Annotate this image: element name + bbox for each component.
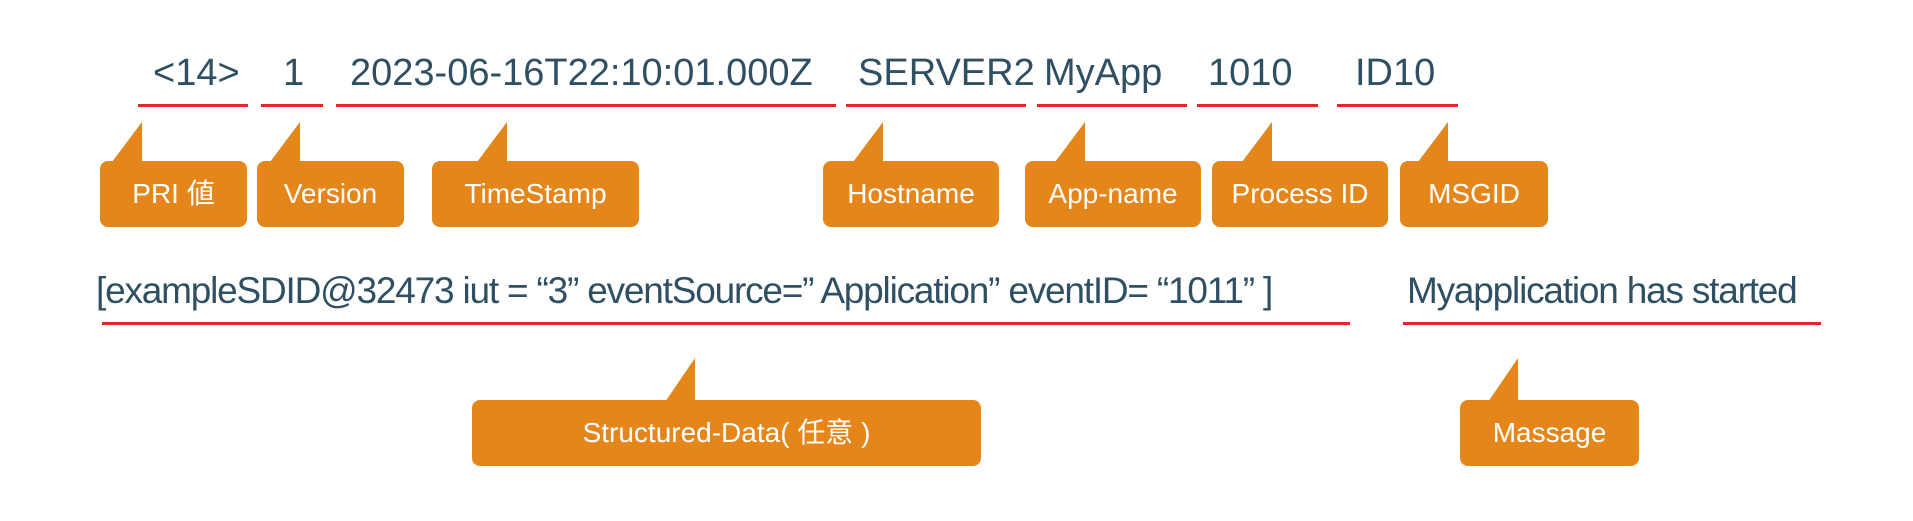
structured-data-callout-tail [665, 358, 695, 402]
version-field: 1 [283, 52, 305, 94]
message-underline [1403, 322, 1821, 325]
msgid-callout: MSGID [1400, 161, 1548, 227]
pri-field: <14> [153, 52, 240, 94]
pri-underline [138, 104, 248, 107]
pri-callout-tail [112, 122, 142, 162]
process-id-callout-label: Process ID [1231, 178, 1369, 209]
version-underline [261, 104, 323, 107]
version-callout-label: Version [283, 178, 378, 209]
message-callout-label: Massage [1492, 417, 1607, 448]
structured-data-underline [102, 322, 1350, 325]
msgid-underline [1337, 104, 1458, 107]
version-callout: Version [257, 161, 404, 227]
timestamp-callout-tail [477, 122, 507, 162]
hostname-callout-tail [853, 122, 883, 162]
timestamp-callout-label: TimeStamp [464, 178, 607, 209]
hostname-field: SERVER2 [858, 52, 1035, 94]
timestamp-field: 2023-06-16T22:10:01.000Z [350, 52, 813, 94]
msgid-callout-tail [1418, 122, 1448, 162]
message-field: Myapplication has started [1407, 270, 1798, 311]
structured-data-field: [exampleSDID@32473 iut = “3” eventSource… [96, 270, 1273, 311]
app-name-callout-tail [1055, 122, 1085, 162]
hostname-callout-label: Hostname [847, 178, 975, 209]
app-name-field: MyApp [1044, 52, 1163, 94]
msgid-callout-label: MSGID [1428, 178, 1520, 209]
process-id-callout: Process ID [1212, 161, 1388, 227]
message-callout: Massage [1460, 400, 1639, 466]
app-name-callout: App-name [1025, 161, 1201, 227]
hostname-underline [846, 104, 1026, 107]
process-id-underline [1197, 104, 1318, 107]
version-callout-tail [270, 122, 300, 162]
timestamp-callout: TimeStamp [432, 161, 639, 227]
structured-data-callout-label: Structured-Data( 任意 ) [582, 417, 871, 448]
hostname-callout: Hostname [823, 161, 999, 227]
structured-data-callout: Structured-Data( 任意 ) [472, 400, 981, 466]
timestamp-underline [336, 104, 836, 107]
process-id-callout-tail [1242, 122, 1272, 162]
msgid-field: ID10 [1355, 52, 1436, 94]
pri-callout-label: PRI 値 [132, 178, 215, 209]
process-id-field: 1010 [1208, 52, 1293, 94]
app-name-underline [1037, 104, 1187, 107]
app-name-callout-label: App-name [1048, 178, 1178, 209]
pri-callout: PRI 値 [100, 161, 247, 227]
message-callout-tail [1488, 358, 1518, 402]
